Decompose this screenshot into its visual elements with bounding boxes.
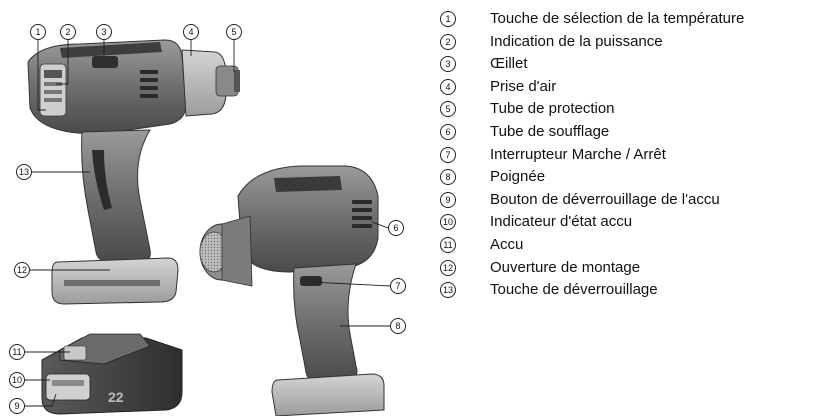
legend-item: 4 Prise d'air bbox=[440, 76, 820, 99]
legend-item: 7 Interrupteur Marche / Arrêt bbox=[440, 144, 820, 167]
callouts: 1 2 3 4 5 6 7 8 9 10 11 12 13 bbox=[9, 24, 406, 414]
callout-9: 9 bbox=[9, 398, 25, 414]
legend-label: Accu bbox=[490, 235, 524, 253]
legend-label: Tube de soufflage bbox=[490, 122, 610, 140]
svg-text:6: 6 bbox=[393, 223, 398, 233]
legend-number: 7 bbox=[440, 146, 456, 163]
legend-label: Tube de protection bbox=[490, 100, 615, 118]
svg-text:9: 9 bbox=[14, 401, 19, 411]
legend-number: 4 bbox=[440, 78, 456, 95]
callout-11: 11 bbox=[9, 344, 25, 360]
svg-text:11: 11 bbox=[12, 347, 21, 357]
callout-5: 5 bbox=[226, 24, 242, 40]
callout-13: 13 bbox=[16, 164, 32, 180]
legend-item: 1 Touche de sélection de la température bbox=[440, 8, 820, 31]
legend-number: 5 bbox=[440, 101, 456, 118]
callout-7: 7 bbox=[390, 278, 406, 294]
svg-text:5: 5 bbox=[231, 27, 236, 37]
legend-item: 6 Tube de soufflage bbox=[440, 121, 820, 144]
svg-text:7: 7 bbox=[395, 281, 400, 291]
legend-number: 1 bbox=[440, 11, 456, 27]
legend-number: 3 bbox=[440, 56, 456, 73]
svg-text:13: 13 bbox=[19, 167, 29, 177]
leader-lines bbox=[25, 40, 391, 407]
callout-12: 12 bbox=[14, 262, 30, 278]
svg-text:3: 3 bbox=[101, 27, 106, 37]
callout-6: 6 bbox=[388, 220, 404, 236]
svg-text:2: 2 bbox=[65, 27, 70, 37]
heat-gun-front-view bbox=[199, 165, 385, 416]
svg-text:12: 12 bbox=[17, 265, 27, 275]
legend-label: Indication de la puissance bbox=[490, 32, 663, 50]
legend-item: 2 Indication de la puissance bbox=[440, 31, 820, 54]
legend-item: 13 Touche de déverrouillage bbox=[440, 279, 820, 302]
callout-8: 8 bbox=[390, 318, 406, 334]
parts-legend: 1 Touche de sélection de la température 2… bbox=[440, 8, 820, 302]
callout-2: 2 bbox=[60, 24, 76, 40]
legend-number: 8 bbox=[440, 169, 456, 186]
legend-number: 11 bbox=[440, 236, 456, 253]
legend-number: 10 bbox=[440, 214, 456, 231]
legend-number: 13 bbox=[440, 282, 456, 299]
svg-text:10: 10 bbox=[12, 375, 22, 385]
legend-label: Prise d'air bbox=[490, 77, 557, 95]
legend-item: 5 Tube de protection bbox=[440, 98, 820, 121]
svg-text:4: 4 bbox=[188, 27, 193, 37]
legend-item: 10 Indicateur d'état accu bbox=[440, 211, 820, 234]
battery-marking: 22 bbox=[108, 389, 124, 405]
legend-number: 9 bbox=[440, 191, 456, 208]
legend-label: Poignée bbox=[490, 168, 546, 186]
legend-number: 2 bbox=[440, 33, 456, 50]
callout-1: 1 bbox=[30, 24, 46, 40]
heat-gun-illustration: 22 1 2 3 4 5 6 7 8 9 10 11 12 13 bbox=[9, 24, 406, 416]
legend-label: Ouverture de montage bbox=[490, 258, 641, 276]
legend-item: 9 Bouton de déverrouillage de l'accu bbox=[440, 189, 820, 212]
callout-3: 3 bbox=[96, 24, 112, 40]
battery-pack: 22 bbox=[41, 333, 183, 415]
svg-text:8: 8 bbox=[395, 321, 400, 331]
legend-label: Touche de déverrouillage bbox=[490, 281, 658, 299]
callout-10: 10 bbox=[9, 372, 25, 388]
legend-number: 12 bbox=[440, 259, 456, 276]
legend-label: Interrupteur Marche / Arrêt bbox=[490, 145, 666, 163]
callout-4: 4 bbox=[183, 24, 199, 40]
legend-item: 11 Accu bbox=[440, 234, 820, 257]
legend-label: Touche de sélection de la température bbox=[490, 10, 745, 27]
svg-text:1: 1 bbox=[35, 27, 40, 37]
legend-number: 6 bbox=[440, 123, 456, 140]
legend-label: Indicateur d'état accu bbox=[490, 213, 633, 231]
legend-label: Bouton de déverrouillage de l'accu bbox=[490, 190, 720, 208]
legend-item: 8 Poignée bbox=[440, 166, 820, 189]
legend-item: 12 Ouverture de montage bbox=[440, 257, 820, 280]
legend-label: Œillet bbox=[490, 55, 528, 73]
heat-gun-side-view bbox=[27, 39, 240, 305]
legend-item: 3 Œillet bbox=[440, 53, 820, 76]
